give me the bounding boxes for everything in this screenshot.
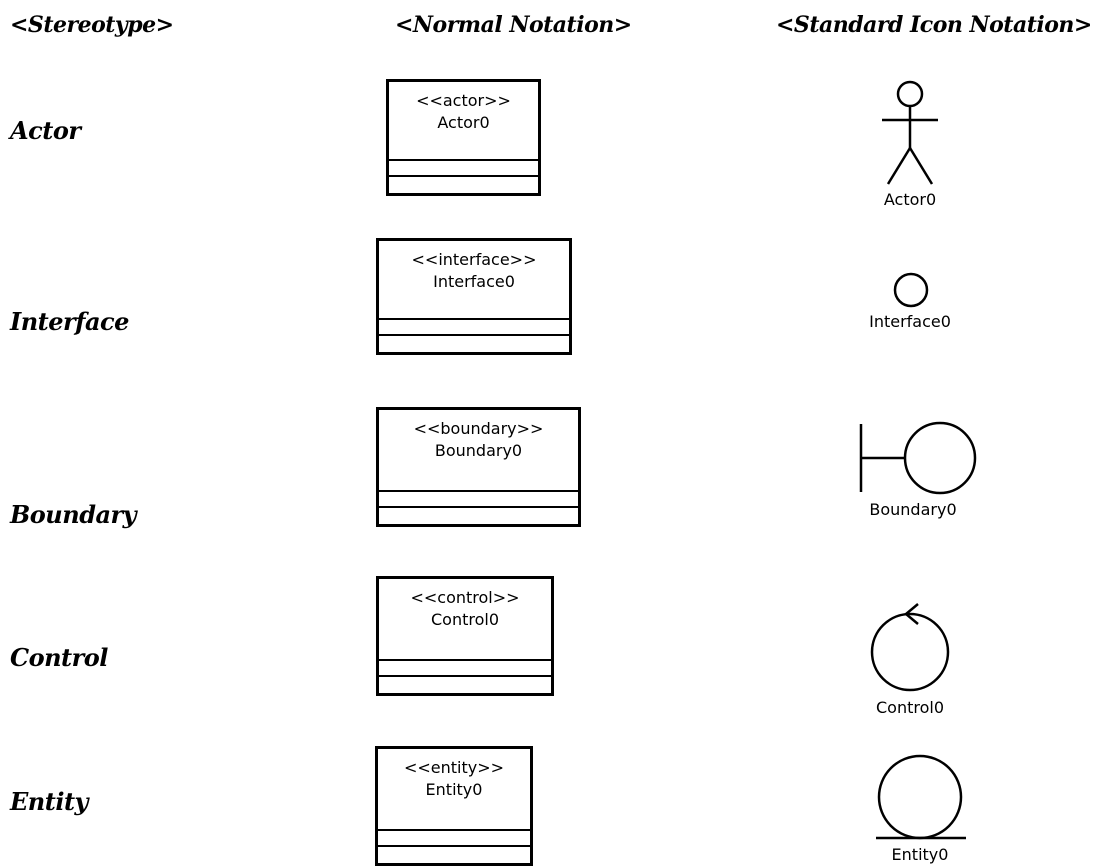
row-label-actor: Actor bbox=[10, 116, 81, 145]
actor-icon[interactable] bbox=[870, 78, 950, 190]
class-name-compartment: <<entity>> Entity0 bbox=[378, 749, 530, 831]
stereotype-label: <<control>> bbox=[410, 588, 520, 607]
stereotype-label: <<interface>> bbox=[411, 250, 537, 269]
class-name: Actor0 bbox=[437, 113, 490, 132]
stereotype-label: <<actor>> bbox=[416, 91, 511, 110]
operation-compartment bbox=[379, 508, 578, 524]
class-name-compartment: <<boundary>> Boundary0 bbox=[379, 410, 578, 492]
attribute-compartment bbox=[379, 661, 551, 677]
boundary-class-box[interactable]: <<boundary>> Boundary0 bbox=[376, 407, 581, 527]
operation-compartment bbox=[379, 677, 551, 693]
class-name-compartment: <<interface>> Interface0 bbox=[379, 241, 569, 320]
interface-icon[interactable] bbox=[891, 270, 931, 310]
entity-icon-label: Entity0 bbox=[891, 845, 949, 864]
attribute-compartment bbox=[389, 161, 538, 177]
class-name: Control0 bbox=[430, 610, 499, 629]
control-icon[interactable] bbox=[858, 600, 962, 696]
header-normal-notation: <Normal Notation> bbox=[395, 12, 632, 38]
header-stereotype: <Stereotype> bbox=[10, 12, 174, 38]
interface-class-box[interactable]: <<interface>> Interface0 bbox=[376, 238, 572, 355]
header-icon-notation: <Standard Icon Notation> bbox=[776, 12, 1092, 38]
row-label-control: Control bbox=[10, 643, 108, 672]
control-icon-label: Control0 bbox=[875, 698, 945, 717]
attribute-compartment bbox=[378, 831, 530, 847]
class-name: Entity0 bbox=[425, 780, 483, 799]
stereotype-label: <<entity>> bbox=[403, 758, 505, 777]
class-name: Boundary0 bbox=[434, 441, 523, 460]
attribute-compartment bbox=[379, 492, 578, 508]
operation-compartment bbox=[379, 336, 569, 352]
actor-icon-label: Actor0 bbox=[883, 190, 937, 209]
interface-icon-label: Interface0 bbox=[869, 312, 951, 331]
class-name-compartment: <<actor>> Actor0 bbox=[389, 82, 538, 161]
class-name: Interface0 bbox=[433, 272, 515, 291]
operation-compartment bbox=[378, 847, 530, 863]
operation-compartment bbox=[389, 177, 538, 193]
boundary-icon[interactable] bbox=[855, 418, 985, 498]
row-label-interface: Interface bbox=[10, 307, 129, 336]
class-name-compartment: <<control>> Control0 bbox=[379, 579, 551, 661]
entity-icon[interactable] bbox=[868, 754, 972, 852]
actor-class-box[interactable]: <<actor>> Actor0 bbox=[386, 79, 541, 196]
stereotype-label: <<boundary>> bbox=[413, 419, 544, 438]
entity-class-box[interactable]: <<entity>> Entity0 bbox=[375, 746, 533, 866]
row-label-boundary: Boundary bbox=[10, 500, 137, 529]
control-class-box[interactable]: <<control>> Control0 bbox=[376, 576, 554, 696]
attribute-compartment bbox=[379, 320, 569, 336]
boundary-icon-label: Boundary0 bbox=[869, 500, 957, 519]
row-label-entity: Entity bbox=[10, 787, 88, 816]
